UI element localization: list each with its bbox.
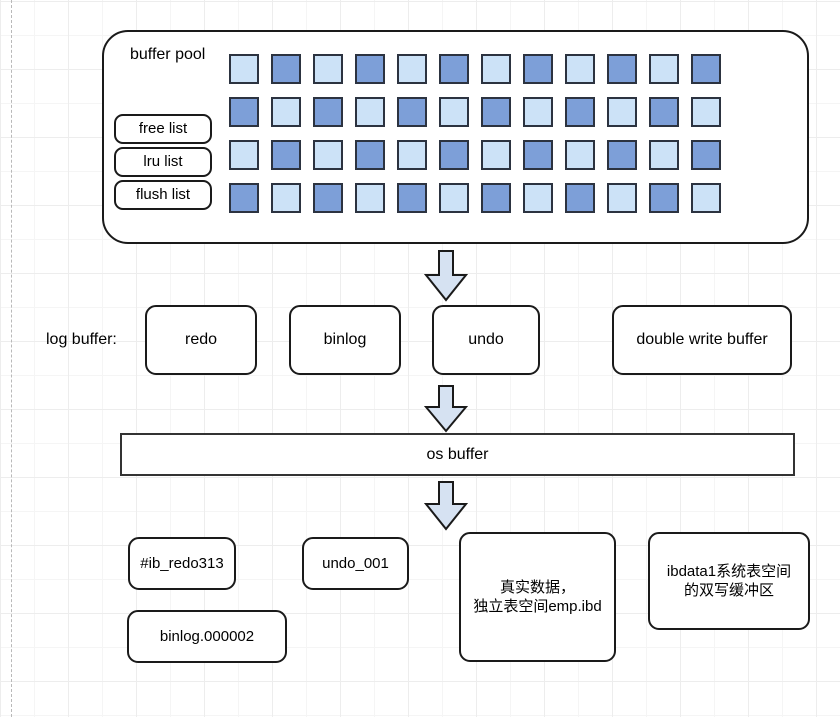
buffer-page-cell bbox=[565, 54, 595, 84]
log-buffer-label: log buffer: bbox=[46, 331, 117, 348]
buffer-page-cell bbox=[607, 140, 637, 170]
file-tablespace-data-box[interactable]: 真实数据， 独立表空间emp.ibd bbox=[459, 532, 616, 662]
buffer-page-cell bbox=[397, 183, 427, 213]
buffer-page-cell bbox=[439, 97, 469, 127]
buffer-page-cell bbox=[271, 183, 301, 213]
page-margin-guide bbox=[11, 0, 12, 717]
buffer-page-cell bbox=[691, 183, 721, 213]
buffer-page-cell bbox=[481, 97, 511, 127]
buffer-page-cell bbox=[229, 183, 259, 213]
buffer-page-cell bbox=[397, 54, 427, 84]
buffer-page-cell bbox=[649, 183, 679, 213]
file-binlog-box[interactable]: binlog.000002 bbox=[127, 610, 287, 663]
file-ibdata1-box[interactable]: ibdata1系统表空间 的双写缓冲区 bbox=[648, 532, 810, 630]
buffer-page-cell bbox=[691, 97, 721, 127]
redo-log-buffer-box[interactable]: redo bbox=[145, 305, 257, 375]
buffer-page-cell bbox=[481, 54, 511, 84]
arrow-buffer-pool-to-undo bbox=[424, 250, 468, 302]
buffer-page-cell bbox=[271, 97, 301, 127]
arrow-os-buffer-to-files bbox=[424, 481, 468, 531]
buffer-page-cell bbox=[271, 54, 301, 84]
buffer-page-cell bbox=[607, 97, 637, 127]
buffer-page-cell bbox=[565, 183, 595, 213]
buffer-page-cell bbox=[355, 140, 385, 170]
buffer-page-cell bbox=[355, 54, 385, 84]
buffer-page-cell bbox=[355, 183, 385, 213]
binlog-buffer-box[interactable]: binlog bbox=[289, 305, 401, 375]
buffer-page-cell bbox=[229, 140, 259, 170]
buffer-page-cell bbox=[523, 97, 553, 127]
buffer-page-cell bbox=[229, 97, 259, 127]
buffer-page-cell bbox=[313, 97, 343, 127]
buffer-page-cell bbox=[439, 54, 469, 84]
buffer-page-cell bbox=[523, 183, 553, 213]
buffer-page-cell bbox=[313, 54, 343, 84]
buffer-pool-title: buffer pool bbox=[130, 46, 206, 63]
lru-list-chip[interactable]: lru list bbox=[114, 147, 212, 177]
buffer-page-cell bbox=[439, 140, 469, 170]
buffer-page-cell bbox=[481, 140, 511, 170]
buffer-page-cell bbox=[565, 140, 595, 170]
buffer-page-cell bbox=[229, 54, 259, 84]
buffer-page-cell bbox=[565, 97, 595, 127]
buffer-page-cell bbox=[397, 140, 427, 170]
buffer-page-cell bbox=[439, 183, 469, 213]
file-undo-box[interactable]: undo_001 bbox=[302, 537, 409, 590]
buffer-page-cell bbox=[649, 97, 679, 127]
buffer-page-cell bbox=[607, 54, 637, 84]
buffer-page-cell bbox=[481, 183, 511, 213]
flush-list-chip[interactable]: flush list bbox=[114, 180, 212, 210]
buffer-page-cell bbox=[355, 97, 385, 127]
double-write-buffer-box[interactable]: double write buffer bbox=[612, 305, 792, 375]
buffer-page-cell bbox=[271, 140, 301, 170]
undo-log-buffer-box[interactable]: undo bbox=[432, 305, 540, 375]
buffer-page-cell bbox=[523, 54, 553, 84]
file-ib-redo-box[interactable]: #ib_redo313 bbox=[128, 537, 236, 590]
buffer-page-cell bbox=[607, 183, 637, 213]
buffer-page-cell bbox=[313, 140, 343, 170]
free-list-chip[interactable]: free list bbox=[114, 114, 212, 144]
arrow-undo-to-os-buffer bbox=[424, 385, 468, 433]
buffer-page-cell bbox=[649, 140, 679, 170]
buffer-page-cell bbox=[313, 183, 343, 213]
buffer-pool-page-grid bbox=[229, 54, 721, 213]
buffer-page-cell bbox=[397, 97, 427, 127]
buffer-page-cell bbox=[691, 54, 721, 84]
os-buffer-bar: os buffer bbox=[120, 433, 795, 476]
buffer-page-cell bbox=[649, 54, 679, 84]
buffer-page-cell bbox=[691, 140, 721, 170]
buffer-page-cell bbox=[523, 140, 553, 170]
